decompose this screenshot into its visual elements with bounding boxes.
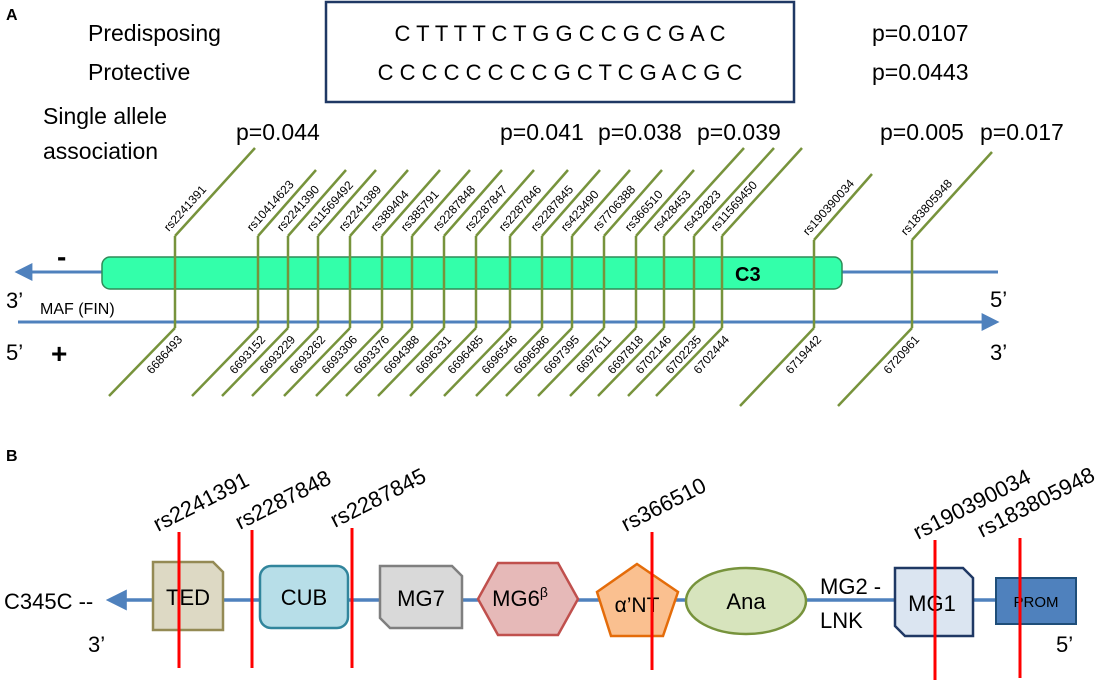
panel-b-label: B (6, 448, 18, 465)
snp-bottom-diagonal (108, 327, 176, 397)
snp-top-diagonal (603, 169, 663, 237)
domain-cub-label: CUB (281, 585, 327, 610)
pvalue-label: p=0.017 (980, 119, 1064, 145)
plus-strand-end-right: 3’ (990, 340, 1007, 365)
snp-bottom-diagonal (345, 327, 413, 397)
snp-bottom-diagonal (377, 327, 445, 397)
c3-gene-bar (101, 256, 843, 290)
snp-rs-label: rs183805948 (898, 176, 956, 238)
snp-marker-label: rs2287848 (231, 465, 335, 534)
domain-prom-shape (995, 577, 1077, 625)
snp-bottom-diagonal (837, 327, 913, 407)
minus-strand-end-right: 5’ (990, 287, 1007, 312)
domain-ted-shape (151, 560, 225, 632)
snp-bottom-diagonal (221, 327, 289, 397)
haplotype-box (324, 0, 796, 104)
snp-top-diagonal (317, 169, 377, 237)
snp-top-diagonal (721, 147, 803, 237)
protein-end-right: 5’ (1056, 632, 1073, 657)
snp-bottom-diagonal (655, 327, 723, 397)
haplotype-protective-sequence: C C C C C C C C G C T C G A C G C (378, 60, 743, 85)
snp-top-diagonal (541, 169, 601, 237)
snp-top-diagonal (663, 147, 745, 237)
snp-top-diagonal (635, 169, 695, 237)
snp-top-diagonal (349, 169, 409, 237)
snp-top-diagonal (381, 169, 441, 237)
domain-alpha-nt-shape (595, 562, 680, 638)
pvalue-label: p=0.044 (236, 119, 320, 145)
domain-mg7-label: MG7 (397, 586, 445, 611)
snp-bottom-diagonal (315, 327, 383, 397)
snp-bottom-diagonal (569, 327, 637, 397)
domain-mg6-label: MG6β (492, 584, 548, 611)
plus-strand-sign: + (51, 338, 67, 369)
snp-marker-label: rs2287845 (326, 463, 430, 532)
haplotype-predisposing-p: p=0.0107 (872, 20, 969, 46)
mg2-lnk-label-line2: LNK (820, 608, 863, 633)
snp-top-diagonal (287, 169, 347, 237)
pvalue-label: p=0.039 (697, 119, 781, 145)
plus-strand-end-left: 5’ (6, 340, 23, 365)
domain-mg7-shape (378, 564, 464, 630)
snp-top-diagonal (509, 169, 569, 237)
single-allele-label-line2: association (43, 138, 158, 164)
maf-label: MAF (FIN) (40, 301, 115, 318)
domain-ted-label: TED (166, 585, 210, 610)
haplotype-predisposing-sequence: C T T T T C T G G C C G C G A C (395, 21, 726, 46)
snp-marker-label: rs366510 (617, 473, 710, 537)
snp-top-diagonal (257, 169, 317, 237)
domain-cub-shape (258, 564, 350, 630)
snp-bottom-diagonal (191, 327, 259, 397)
haplotype-protective-p: p=0.0443 (872, 59, 969, 85)
snp-bottom-diagonal (597, 327, 665, 397)
snp-top-diagonal (813, 173, 873, 241)
snp-top-diagonal (571, 169, 631, 237)
snp-top-diagonal (693, 147, 775, 237)
domain-mg6-name: MG6 (492, 586, 540, 611)
domain-mg6-shape (476, 561, 580, 637)
snp-rs-label: rs11569450 (708, 178, 760, 234)
mg2-lnk-label-line1: MG2 - (820, 574, 881, 599)
snp-bottom-diagonal (475, 327, 543, 397)
domain-mg6-sup: β (540, 584, 548, 600)
c345c-label: C345C -- (4, 589, 93, 614)
pvalue-label: p=0.005 (880, 119, 964, 145)
snp-top-diagonal (443, 169, 503, 237)
snp-rs-label: rs190390034 (800, 176, 858, 238)
snp-bottom-diagonal (505, 327, 573, 397)
snp-top-diagonal (411, 169, 471, 237)
panel-a-label: A (6, 7, 18, 24)
c3-gene-label: C3 (735, 264, 761, 286)
pvalue-label: p=0.041 (500, 119, 584, 145)
minus-strand-sign: - (57, 241, 66, 272)
snp-bottom-diagonal (409, 327, 477, 397)
domain-ana-label: Ana (726, 589, 766, 614)
protein-end-left: 3’ (88, 632, 105, 657)
snp-bottom-diagonal (251, 327, 319, 397)
snp-bottom-diagonal (739, 327, 815, 407)
snp-top-diagonal (174, 147, 256, 237)
domain-prom-label: PROM (1014, 594, 1059, 611)
snp-bottom-diagonal (443, 327, 511, 397)
snp-bottom-diagonal (627, 327, 695, 397)
haplotype-predisposing-name: Predisposing (88, 20, 221, 46)
haplotype-protective-name: Protective (88, 59, 190, 85)
snp-bottom-diagonal (283, 327, 351, 397)
domain-alpha-nt-label: α’NT (615, 594, 660, 617)
snp-top-diagonal (475, 169, 535, 237)
snp-top-diagonal (911, 151, 993, 241)
snp-bottom-diagonal (537, 327, 605, 397)
pvalue-label: p=0.038 (598, 119, 682, 145)
minus-strand-end-left: 3’ (6, 288, 23, 313)
domain-mg1-label: MG1 (908, 591, 956, 616)
single-allele-label-line1: Single allele (43, 103, 167, 129)
domain-ana-shape (684, 566, 808, 636)
